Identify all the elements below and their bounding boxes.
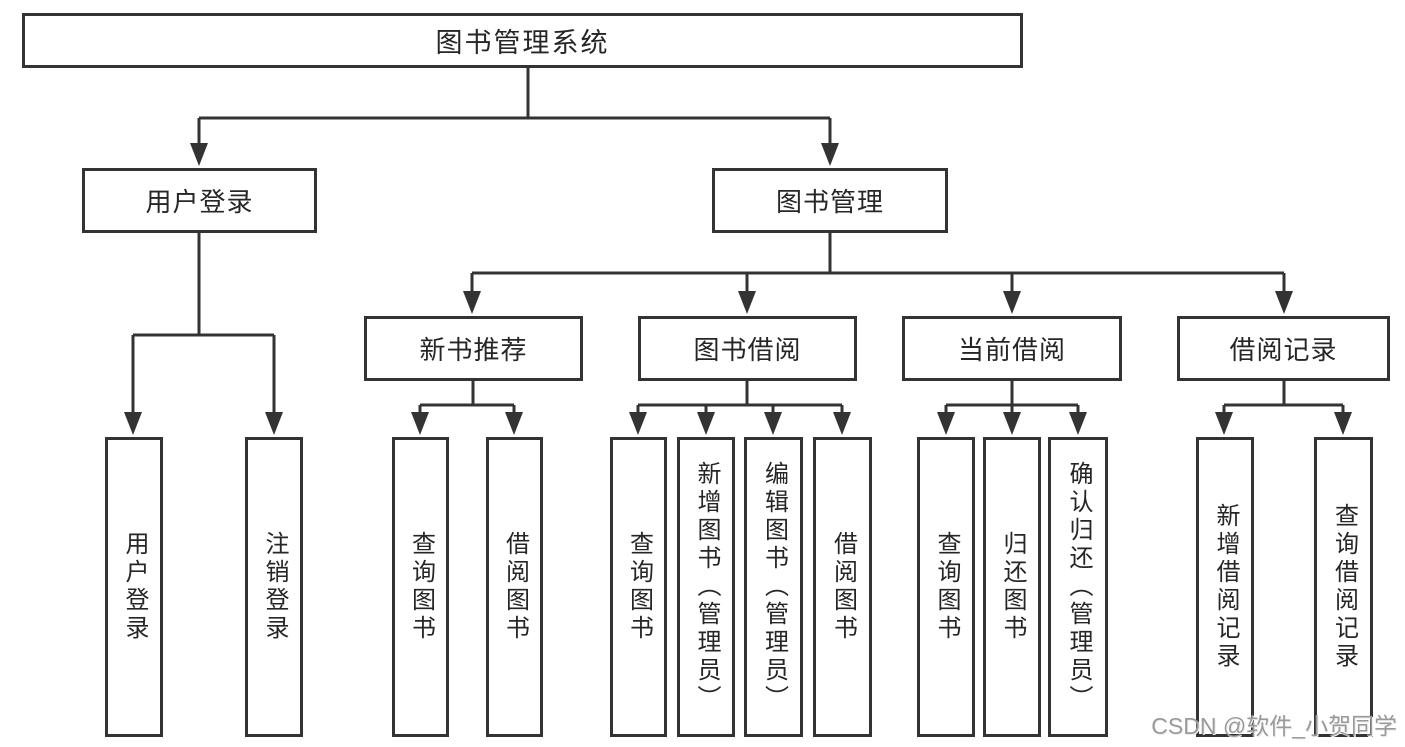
arrowhead [463,291,481,314]
arrowhead [124,412,142,435]
node-cb-return-book: 归还图书 [983,437,1041,737]
arrowhead [190,143,208,166]
connector-borrowrecord-to-leaves [1222,381,1345,414]
node-br-add-record: 新增借阅记录 [1196,437,1254,737]
arrowhead [1215,412,1233,435]
node-bb-add-book-admin: 新增图书（管理员） [677,437,735,737]
node-user-login: 用户登录 [105,437,163,737]
arrowhead [411,412,429,435]
node-borrow-record: 借阅记录 [1177,316,1390,381]
node-current-borrow: 当前借阅 [902,316,1122,381]
arrowhead [764,412,782,435]
node-new-book-recommend: 新书推荐 [364,316,583,381]
arrowhead [505,412,523,435]
node-book-borrow: 图书借阅 [638,316,857,381]
connector-root-to-level2 [197,68,832,145]
node-cb-confirm-return-admin: 确认归还（管理员） [1048,437,1108,737]
node-br-query-record: 查询借阅记录 [1314,437,1373,737]
arrowhead [833,412,851,435]
node-book-management: 图书管理 [712,168,948,233]
node-bb-borrow-book: 借阅图书 [813,437,872,737]
arrowhead [738,291,756,314]
node-bb-edit-book-admin: 编辑图书（管理员） [744,437,803,737]
arrowhead [1003,291,1021,314]
arrowhead [821,143,839,166]
node-user-login-group: 用户登录 [82,168,317,233]
arrowhead [265,412,283,435]
connector-newbook-to-leaves [418,381,516,414]
arrowhead [1275,291,1293,314]
arrowhead [1003,412,1021,435]
connector-bookborrow-to-leaves [636,381,844,414]
arrowhead [937,412,955,435]
watermark: CSDN @软件_小贺同学 [1151,713,1397,739]
connector-bookmgmt-to-level3 [470,233,1286,293]
arrowhead [1334,412,1352,435]
arrowhead [629,412,647,435]
connector-currentborrow-to-leaves [944,381,1080,414]
arrowhead [697,412,715,435]
connector-userlogin-to-leaves [131,233,276,414]
node-logout-login: 注销登录 [245,437,303,737]
node-nb-query-book: 查询图书 [392,437,449,737]
node-bb-query-book: 查询图书 [610,437,667,737]
arrowhead [1069,412,1087,435]
node-nb-borrow-book: 借阅图书 [486,437,543,737]
node-cb-query-book: 查询图书 [917,437,975,737]
node-root: 图书管理系统 [22,13,1023,68]
